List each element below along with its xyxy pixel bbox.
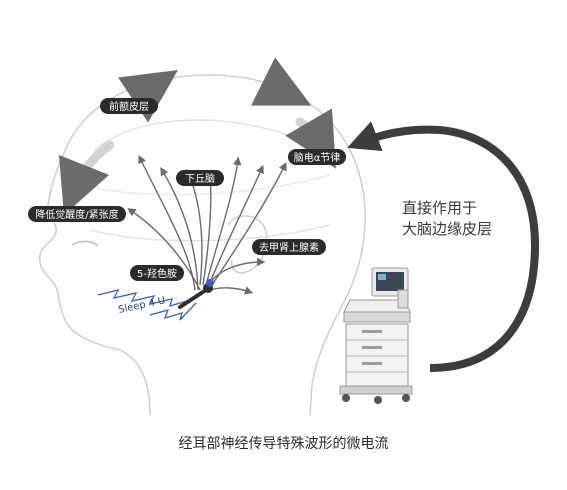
caption: 经耳部神经传导特殊波形的微电流 — [178, 436, 389, 452]
side-text-line2: 大脑边缘皮层 — [402, 220, 492, 238]
side-text-line1: 直接作用于 — [402, 199, 477, 217]
ear-electrode — [178, 279, 214, 309]
label-forehead: 前额皮层 — [100, 98, 158, 114]
label-hypothalamus: 下丘脑 — [176, 170, 224, 186]
radiating-arrows — [58, 57, 336, 216]
svg-text:脑电α节律: 脑电α节律 — [294, 151, 341, 164]
device-cart — [339, 267, 413, 404]
svg-text:去甲肾上腺素: 去甲肾上腺素 — [259, 241, 319, 254]
microcurrent-waves — [97, 289, 197, 321]
svg-text:前额皮层: 前额皮层 — [109, 100, 149, 113]
label-adrenal: 去甲肾上腺素 — [252, 239, 326, 255]
label-serotonin: 5-羟色胺 — [130, 265, 184, 281]
feedback-arrow — [347, 121, 540, 372]
svg-text:降低觉醒度/紧张度: 降低觉醒度/紧张度 — [35, 208, 118, 221]
label-alpha-rhythm: 脑电α节律 — [288, 149, 346, 165]
label-lower-arousal: 降低觉醒度/紧张度 — [28, 206, 126, 222]
svg-text:下丘脑: 下丘脑 — [185, 172, 215, 185]
svg-text:5-羟色胺: 5-羟色胺 — [137, 267, 177, 280]
